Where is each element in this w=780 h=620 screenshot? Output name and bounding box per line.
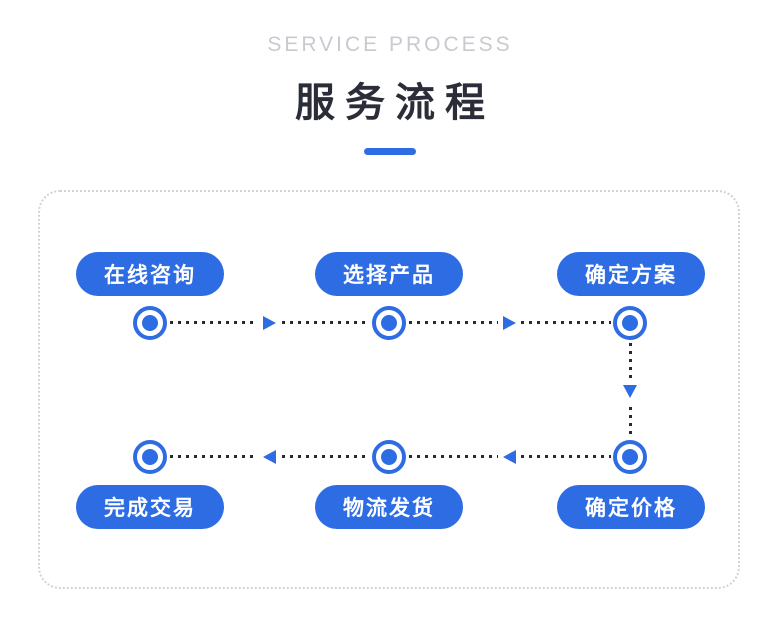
arrow-left-icon [258,448,280,466]
process-node [613,306,647,340]
step-pill-confirm-plan: 确定方案 [557,252,705,296]
node-dot [622,315,638,331]
process-node [133,306,167,340]
node-dot [142,315,158,331]
step-pill-complete-deal: 完成交易 [76,485,224,529]
step-pill-confirm-price: 确定价格 [557,485,705,529]
process-panel [38,190,740,589]
step-pill-online-consult: 在线咨询 [76,252,224,296]
node-dot [622,449,638,465]
node-dot [142,449,158,465]
arrow-left-icon [498,448,520,466]
section-header: SERVICE PROCESS 服务流程 [0,0,780,155]
arrow-right-icon [498,314,520,332]
arrow-right-icon [258,314,280,332]
process-node [372,306,406,340]
process-node [372,440,406,474]
title-underline-decoration [364,148,416,155]
step-pill-logistics-ship: 物流发货 [315,485,463,529]
process-node [613,440,647,474]
arrow-down-icon [621,380,639,402]
process-node [133,440,167,474]
section-subtitle: SERVICE PROCESS [267,33,513,56]
section-title: 服务流程 [295,81,495,125]
node-dot [381,449,397,465]
node-dot [381,315,397,331]
step-pill-choose-product: 选择产品 [315,252,463,296]
